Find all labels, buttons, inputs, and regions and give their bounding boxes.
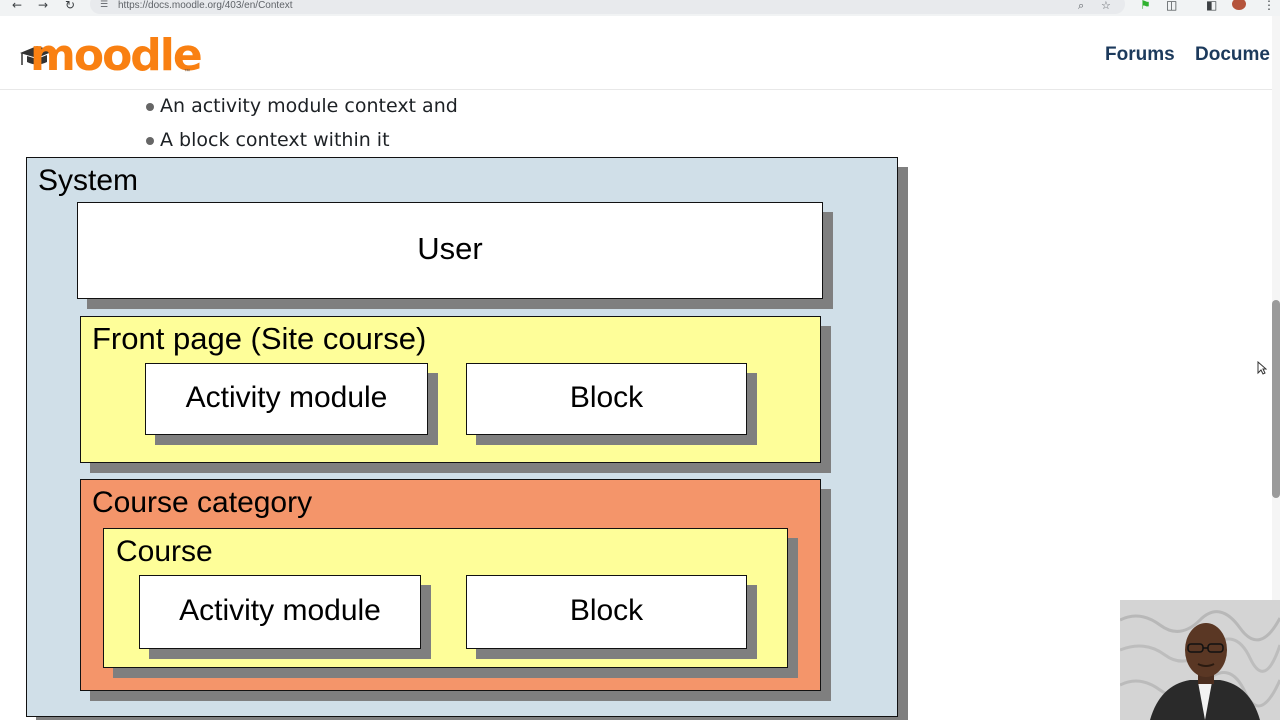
- logo-wordmark: moodle: [30, 30, 203, 81]
- course-activity-box: Activity module: [139, 575, 421, 649]
- mouse-pointer-icon: [1257, 361, 1267, 375]
- forward-icon[interactable]: →: [37, 0, 49, 12]
- list-item: A block context within it: [146, 128, 458, 162]
- url-text[interactable]: https://docs.moodle.org/403/en/Context: [118, 0, 293, 11]
- front-block-label: Block: [569, 381, 644, 414]
- site-header: moodle ™ Forums Docume: [0, 16, 1272, 90]
- side-panel-icon[interactable]: ◧: [1206, 0, 1218, 12]
- course-block-label: Block: [569, 594, 644, 627]
- front-activity-label: Activity module: [185, 381, 388, 414]
- front-block-box: Block: [466, 363, 747, 435]
- bullet-list: An activity module context and A block c…: [146, 94, 458, 162]
- list-item: An activity module context and: [146, 94, 458, 128]
- graduation-cap-icon: [20, 46, 54, 65]
- course-label: Course: [116, 535, 213, 568]
- back-icon[interactable]: ←: [11, 0, 23, 12]
- profile-avatar[interactable]: [1232, 0, 1246, 10]
- webcam-overlay: [1120, 600, 1280, 720]
- nav-docs-link[interactable]: Docume: [1195, 44, 1270, 65]
- course-activity-label: Activity module: [179, 594, 381, 627]
- extensions-puzzle-icon[interactable]: ◫: [1166, 0, 1178, 12]
- menu-kebab-icon[interactable]: ⋮: [1263, 0, 1275, 12]
- course-block-box: Block: [466, 575, 747, 649]
- front-activity-box: Activity module: [145, 363, 428, 435]
- scrollbar-thumb[interactable]: [1272, 300, 1280, 498]
- logo-trademark: ™: [184, 69, 190, 75]
- user-label: User: [417, 231, 483, 266]
- nav-forums-link[interactable]: Forums: [1105, 44, 1175, 65]
- address-bar[interactable]: ☰ https://docs.moodle.org/403/en/Context…: [90, 0, 1125, 14]
- zoom-icon[interactable]: ⌕: [1078, 0, 1085, 12]
- presenter-video: [1120, 600, 1280, 720]
- system-label: System: [38, 164, 139, 197]
- reload-icon[interactable]: ↻: [64, 0, 76, 12]
- site-info-icon[interactable]: ☰: [100, 0, 109, 10]
- browser-toolbar: ← → ↻ ☰ https://docs.moodle.org/403/en/C…: [0, 0, 1280, 16]
- front-page-label: Front page (Site course): [92, 321, 427, 356]
- user-box: User: [77, 202, 823, 299]
- bookmark-star-icon[interactable]: ☆: [1101, 0, 1111, 12]
- extension-flag-icon[interactable]: ⚑: [1140, 0, 1151, 12]
- front-page-box: Front page (Site course): [80, 316, 821, 463]
- course-category-label: Course category: [92, 486, 313, 519]
